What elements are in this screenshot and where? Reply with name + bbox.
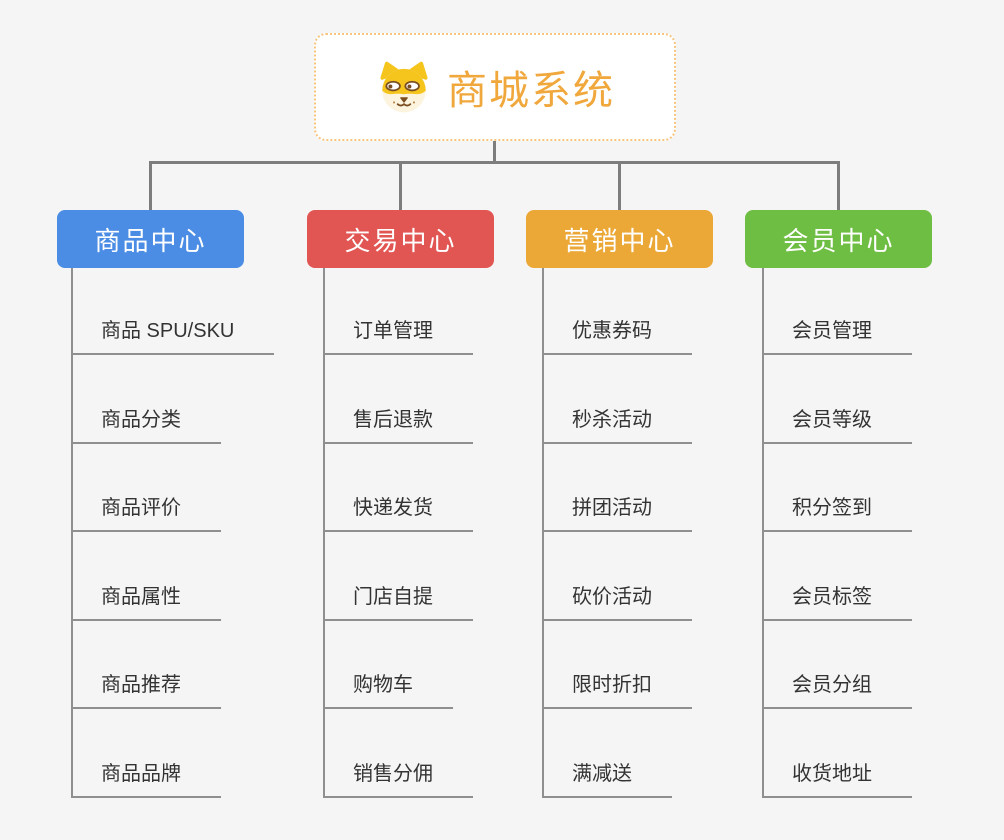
leaf-node[interactable]: 优惠券码 [542,315,692,355]
leaf-node[interactable]: 满减送 [542,758,672,798]
leaf-node[interactable]: 商品推荐 [71,669,221,709]
leaf-node[interactable]: 会员管理 [762,315,912,355]
branch-drop-line [399,161,402,211]
leaf-node[interactable]: 订单管理 [323,315,473,355]
branch-drop-line [149,161,152,211]
leaf-node[interactable]: 会员分组 [762,669,912,709]
branch-column-product: 商品 SPU/SKU 商品分类 商品评价 商品属性 商品推荐 商品品牌 [71,268,321,798]
root-node[interactable]: 商城系统 [314,33,676,141]
branch-drop-line [837,161,840,211]
leaf-node[interactable]: 秒杀活动 [542,404,692,444]
leaf-node[interactable]: 会员标签 [762,581,912,621]
leaf-node[interactable]: 积分签到 [762,492,912,532]
leaf-node[interactable]: 商品属性 [71,581,221,621]
branch-column-member: 会员管理 会员等级 积分签到 会员标签 会员分组 收货地址 [762,268,1004,798]
leaf-node[interactable]: 销售分佣 [323,758,473,798]
leaf-node[interactable]: 商品分类 [71,404,221,444]
branch-node-marketing[interactable]: 营销中心 [526,210,713,268]
leaf-node[interactable]: 限时折扣 [542,669,692,709]
leaf-node[interactable]: 会员等级 [762,404,912,444]
leaf-node[interactable]: 商品 SPU/SKU [71,315,275,355]
root-stem-line [493,140,496,163]
dog-face-icon [380,61,428,113]
branch-node-product[interactable]: 商品中心 [57,210,244,268]
branch-node-member[interactable]: 会员中心 [745,210,932,268]
branch-column-marketing: 优惠券码 秒杀活动 拼团活动 砍价活动 限时折扣 满减送 [542,268,792,798]
branch-column-trade: 订单管理 售后退款 快递发货 门店自提 购物车 销售分佣 [323,268,573,798]
branch-drop-line [618,161,621,211]
branch-node-trade[interactable]: 交易中心 [307,210,494,268]
leaf-node[interactable]: 售后退款 [323,404,473,444]
leaf-node[interactable]: 快递发货 [323,492,473,532]
leaf-node[interactable]: 收货地址 [762,758,912,798]
branch-bus-line [149,161,840,164]
leaf-node[interactable]: 购物车 [323,669,453,709]
leaf-node[interactable]: 商品评价 [71,492,221,532]
leaf-node[interactable]: 商品品牌 [71,758,221,798]
leaf-node[interactable]: 砍价活动 [542,581,692,621]
leaf-node[interactable]: 拼团活动 [542,492,692,532]
leaf-node[interactable]: 门店自提 [323,581,473,621]
root-title: 商城系统 [447,69,615,113]
